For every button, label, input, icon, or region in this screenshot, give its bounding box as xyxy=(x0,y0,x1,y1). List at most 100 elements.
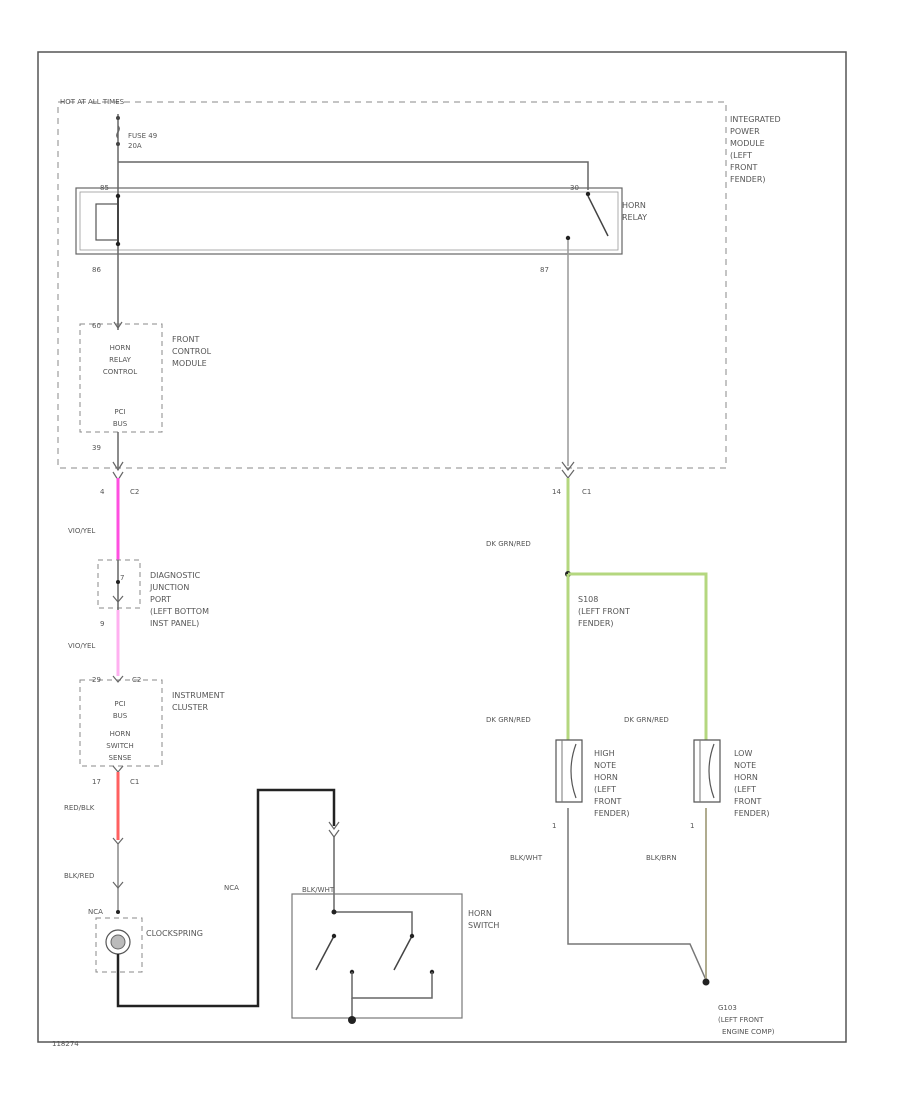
ic-pin-left: 29 xyxy=(92,676,101,684)
high-note-horn: HIGH NOTE HORN (LEFT FRONT FENDER) 1 xyxy=(552,739,630,830)
ipm-label-line: POWER xyxy=(730,127,760,136)
low-horn-label: (LEFT xyxy=(734,785,756,794)
vio-yel-light-wire-label: VIO/YEL xyxy=(68,642,95,650)
pin-30-label: 30 xyxy=(570,184,579,192)
pin-87-label: 87 xyxy=(540,266,549,274)
djp-label: DIAGNOSTIC xyxy=(150,571,201,580)
fcm-pin-top: 60 xyxy=(92,322,101,330)
front-control-module: 60 HORN RELAY CONTROL PCI BUS FRONT CONT… xyxy=(79,288,212,468)
high-horn-label: HORN xyxy=(594,773,618,782)
red-blk-wire-label: RED/BLK xyxy=(64,804,95,812)
fcm-inner-label: HORN xyxy=(110,344,131,352)
fcm-inner-label: RELAY xyxy=(109,356,132,364)
c2-pin-label: 4 xyxy=(100,488,105,496)
fuse-label-line: FUSE 49 xyxy=(128,132,157,140)
g103-label: ENGINE COMP) xyxy=(722,1028,775,1036)
s108-label: (LEFT FRONT xyxy=(578,607,630,616)
high-horn-label: (LEFT xyxy=(594,785,616,794)
ic-pin-right: C2 xyxy=(132,676,141,684)
instrument-cluster-label: INSTRUMENT xyxy=(172,691,225,700)
high-horn-label: NOTE xyxy=(594,761,616,770)
ic-inner-label: SENSE xyxy=(109,754,132,762)
ic-bottom-connector: C1 xyxy=(130,778,139,786)
pin-86-label: 86 xyxy=(92,266,101,274)
c1-connector-label: C1 xyxy=(582,488,591,496)
fcm-bus-label: BUS xyxy=(113,420,128,428)
g103-ground-icon xyxy=(702,978,710,986)
ipm-boundary xyxy=(57,101,727,469)
low-horn-label: LOW xyxy=(734,749,752,758)
c1-connector-icon xyxy=(561,461,575,471)
djp-pin-top: 7 xyxy=(120,574,124,582)
nca-wire xyxy=(116,788,336,1008)
djp-label: INST PANEL) xyxy=(150,619,199,628)
g103-label: G103 xyxy=(718,1004,737,1012)
blk-brn-wire-label: BLK/BRN xyxy=(646,854,677,862)
ic-inner-label: HORN xyxy=(110,730,131,738)
low-note-horn: LOW NOTE HORN (LEFT FRONT FENDER) 1 xyxy=(690,739,770,830)
c1-pin-label: 14 xyxy=(552,488,561,496)
diagram-code: 118274 xyxy=(52,1040,79,1048)
ipm-label-line: INTEGRATED xyxy=(730,115,781,124)
djp-pin-label: 9 xyxy=(100,620,104,628)
s108-label: FENDER) xyxy=(578,619,614,628)
c2-connector-icon xyxy=(112,461,124,472)
horn-switch-contact xyxy=(393,935,413,971)
fcm-bus-label: PCI xyxy=(114,408,125,416)
horn-relay: 85 30 HORN RELAY xyxy=(75,170,647,288)
relay-feed-wire xyxy=(118,161,589,190)
nca-wire-label: NCA xyxy=(224,884,239,892)
dk-grn-red-low-label: DK GRN/RED xyxy=(624,716,669,724)
dk-grn-red-high-label: DK GRN/RED xyxy=(486,716,531,724)
high-horn-label: FENDER) xyxy=(594,809,630,818)
fcm-pin-bottom: 39 xyxy=(92,444,101,452)
vio-yel-wire-label: VIO/YEL xyxy=(68,527,95,535)
blk-wht-wire-label: BLK/WHT xyxy=(510,854,543,862)
fcm-side-label: FRONT xyxy=(172,335,199,344)
hot-at-all-times-label: HOT AT ALL TIMES xyxy=(60,98,125,106)
blk-wht-ground-wire xyxy=(567,808,707,981)
ipm-label-line: FENDER) xyxy=(730,175,766,184)
djp-label: JUNCTION xyxy=(149,583,189,592)
ic-bottom-pin: 17 xyxy=(92,778,101,786)
horn-relay-label: RELAY xyxy=(622,213,647,222)
low-horn-label: HORN xyxy=(734,773,758,782)
ic-inner-label: BUS xyxy=(113,712,128,720)
high-horn-pin: 1 xyxy=(552,822,556,830)
relay-coil xyxy=(95,203,119,241)
horn-switch: BLK/WHT HORN SWITCH xyxy=(291,821,499,1024)
high-horn-label: FRONT xyxy=(594,797,621,806)
blk-red-wire-label: BLK/RED xyxy=(64,872,94,880)
pin-85-label: 85 xyxy=(100,184,109,192)
horn-switch-wire-label: BLK/WHT xyxy=(302,886,335,894)
ipm-label-line: FRONT xyxy=(730,163,757,172)
fcm-side-label: CONTROL xyxy=(172,347,212,356)
g103-label: (LEFT FRONT xyxy=(718,1016,764,1024)
dk-grn-red-trunk-label: DK GRN/RED xyxy=(486,540,531,548)
clockspring-nca-label: NCA xyxy=(88,908,103,916)
low-horn-label: FRONT xyxy=(734,797,761,806)
horn-switch-contact xyxy=(315,935,335,971)
instrument-cluster: 29 C2 PCI BUS HORN SWITCH SENSE INSTRUME… xyxy=(79,675,225,773)
ipm-label-line: (LEFT xyxy=(730,151,752,160)
low-horn-label: FENDER) xyxy=(734,809,770,818)
ic-inner-label: PCI xyxy=(114,700,125,708)
horn-switch-label: HORN xyxy=(468,909,492,918)
low-horn-pin: 1 xyxy=(690,822,694,830)
ipm-label-line: MODULE xyxy=(730,139,765,148)
horn-relay-label: HORN xyxy=(622,201,646,210)
outer-frame xyxy=(37,51,847,1043)
instrument-cluster-label: CLUSTER xyxy=(172,703,209,712)
fuse-49: FUSE 49 20A xyxy=(116,114,157,170)
fcm-side-label: MODULE xyxy=(172,359,207,368)
low-horn-label: NOTE xyxy=(734,761,756,770)
c2-connector-label: C2 xyxy=(130,488,139,496)
clockspring: NCA CLOCKSPRING xyxy=(88,908,203,973)
ic-inner-label: SWITCH xyxy=(106,742,133,750)
horn-switch-label: SWITCH xyxy=(468,921,499,930)
djp-label: (LEFT BOTTOM xyxy=(150,607,209,616)
dk-grn-red-low-wire xyxy=(568,572,708,740)
fuse-label-line: 20A xyxy=(128,142,142,150)
